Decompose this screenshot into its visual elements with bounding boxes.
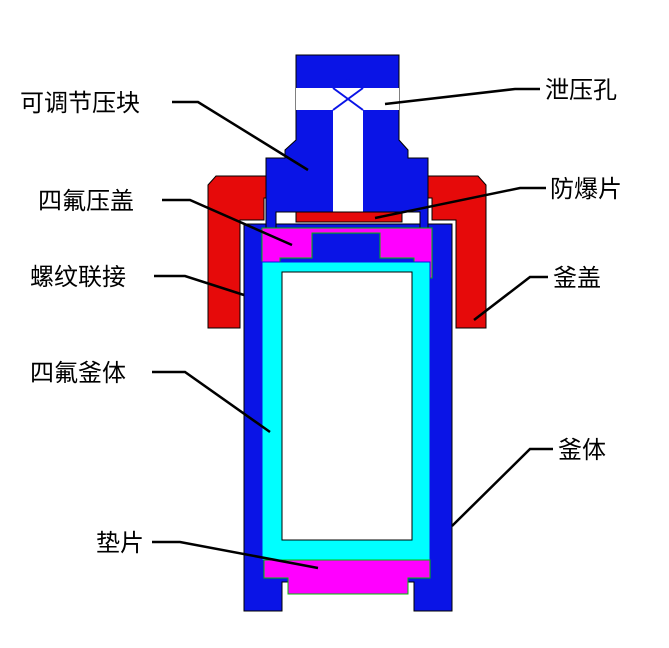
label-threaded-connection: 螺纹联接 bbox=[30, 263, 126, 291]
relief-hole-top-mark bbox=[332, 78, 364, 89]
label-ptfe-gland: 四氟压盖 bbox=[38, 187, 134, 215]
leader-ptfe-liner bbox=[152, 370, 271, 434]
leader-kettle-body bbox=[451, 447, 553, 527]
label-rupture-disc: 防爆片 bbox=[550, 175, 622, 203]
leader-lines bbox=[152, 87, 553, 570]
leader-kettle-lid bbox=[473, 275, 548, 321]
label-pressure-relief-hole: 泄压孔 bbox=[545, 76, 617, 104]
leader-rupture-disc bbox=[374, 186, 546, 220]
label-kettle-lid: 釜盖 bbox=[553, 264, 601, 292]
label-adjustable-press-block: 可调节压块 bbox=[20, 89, 140, 117]
leader-ptfe-gland bbox=[162, 198, 293, 247]
rupture-disc-shape bbox=[295, 211, 403, 223]
label-gasket: 垫片 bbox=[96, 529, 144, 557]
leader-gasket bbox=[152, 540, 319, 570]
leader-relief-hole bbox=[384, 87, 540, 106]
inner-cavity bbox=[281, 271, 413, 541]
leader-threaded-connection bbox=[154, 274, 245, 297]
relief-hole-cross-b bbox=[332, 87, 364, 111]
relief-channel bbox=[333, 110, 363, 212]
label-kettle-body: 釜体 bbox=[558, 436, 606, 464]
gasket-shape bbox=[263, 559, 431, 595]
label-ptfe-liner: 四氟釜体 bbox=[30, 359, 126, 387]
leader-press-block bbox=[172, 100, 309, 172]
